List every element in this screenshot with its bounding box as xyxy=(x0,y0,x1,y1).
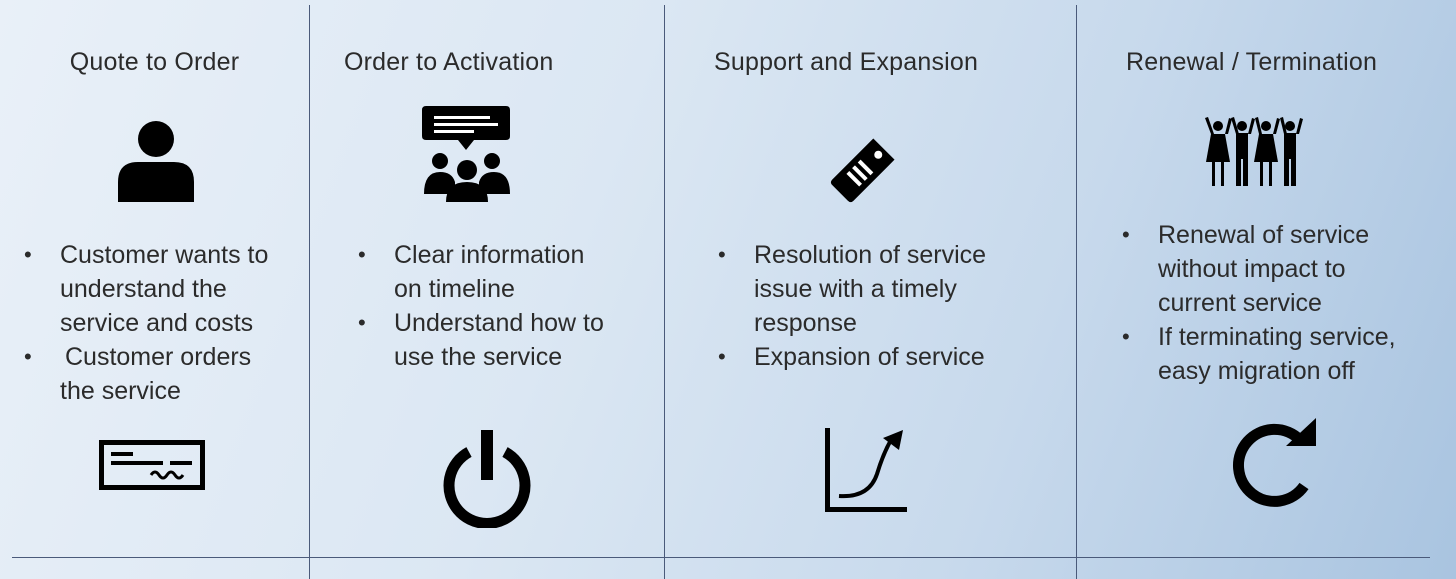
bullet-text: If terminating service, easy migration o… xyxy=(1158,323,1396,385)
stage-order-to-activation: Order to Activation • Clear information … xyxy=(310,0,664,579)
stage-bullets: • Resolution of service issue with a tim… xyxy=(718,238,1068,374)
stage-bullets: • Customer wants to understand the servi… xyxy=(24,238,304,408)
bullet-text: Clear information on timeline xyxy=(394,241,585,303)
stage-support-and-expansion: Support and Expansion • Resolution of se… xyxy=(665,0,1076,579)
bullet-dot: • xyxy=(358,310,366,335)
bullet-dot: • xyxy=(358,242,366,267)
stage-bullets: • Renewal of service without impact to c… xyxy=(1122,218,1452,388)
bullet-item: • Expansion of service xyxy=(718,340,1068,374)
stage-title: Renewal / Termination xyxy=(1126,48,1378,76)
bullet-item: • Understand how to use the service xyxy=(358,306,658,374)
stage-bullets: • Clear information on timeline • Unders… xyxy=(358,238,658,374)
column-divider-2 xyxy=(664,5,665,579)
bullet-item: • Resolution of service issue with a tim… xyxy=(718,238,1068,340)
bullet-dot: • xyxy=(24,242,32,267)
power-icon xyxy=(441,430,533,528)
bullet-dot: • xyxy=(24,344,32,369)
meeting-icon xyxy=(422,106,512,202)
column-divider-3 xyxy=(1076,5,1077,579)
bullet-item: • Customer wants to understand the servi… xyxy=(24,238,304,340)
bottom-divider xyxy=(12,557,1430,558)
stage-quote-to-order: Quote to Order • Customer wants to under… xyxy=(0,0,309,579)
check-icon xyxy=(99,440,205,490)
stage-title: Quote to Order xyxy=(69,48,240,76)
bullet-dot: • xyxy=(718,242,726,267)
team-celebration-icon xyxy=(1204,116,1304,188)
bullet-dot: • xyxy=(1122,222,1130,247)
bullet-text: Expansion of service xyxy=(754,343,985,371)
stage-title: Order to Activation xyxy=(344,48,554,76)
bullet-text: Customer wants to understand the service… xyxy=(60,241,269,337)
bullet-dot: • xyxy=(1122,324,1130,349)
bullet-item: • Clear information on timeline xyxy=(358,238,658,306)
bullet-item: • If terminating service, easy migration… xyxy=(1122,320,1452,388)
stage-renewal-termination: Renewal / Termination xyxy=(1077,0,1456,579)
bullet-dot: • xyxy=(718,344,726,369)
stage-title: Support and Expansion xyxy=(714,48,979,76)
bullet-text: Customer orders the service xyxy=(60,343,252,405)
bullet-text: Renewal of service without impact to cur… xyxy=(1158,221,1370,317)
bullet-item: • Customer orders the service xyxy=(24,340,304,408)
person-icon xyxy=(117,120,195,202)
bullet-text: Understand how to use the service xyxy=(394,309,604,371)
refresh-icon xyxy=(1230,416,1320,508)
tag-icon xyxy=(825,134,899,208)
bullet-text: Resolution of service issue with a timel… xyxy=(754,241,987,337)
growth-chart-icon xyxy=(825,428,909,512)
bullet-item: • Renewal of service without impact to c… xyxy=(1122,218,1452,320)
column-divider-1 xyxy=(309,5,310,579)
